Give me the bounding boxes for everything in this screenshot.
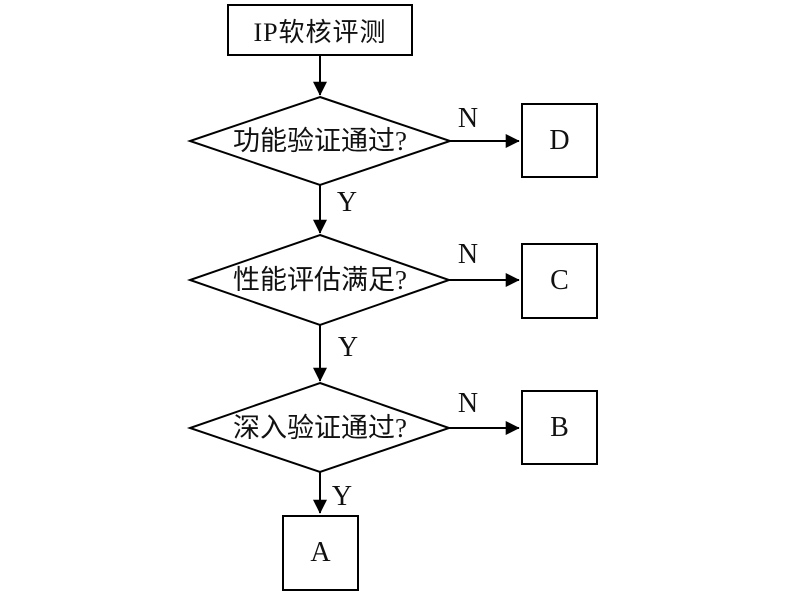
decision-1-label: 功能验证通过? xyxy=(233,126,407,156)
decision-3-yes-label: Y xyxy=(331,481,353,512)
result-node-a: A xyxy=(282,515,359,591)
start-node: IP软核评测 xyxy=(227,4,413,56)
result-node-b: B xyxy=(521,390,598,465)
result-node-c-label: C xyxy=(550,265,569,296)
result-node-b-label: B xyxy=(550,411,569,443)
decision-2-yes-label: Y xyxy=(337,332,359,363)
decision-2-label: 性能评估满足? xyxy=(233,265,407,295)
decision-3-label: 深入验证通过? xyxy=(233,413,407,443)
decision-3-diamond xyxy=(186,381,453,474)
result-node-d: D xyxy=(521,103,598,178)
decision-2-no-label: N xyxy=(457,239,479,270)
result-node-d-label: D xyxy=(549,124,570,156)
decision-3-no-label: N xyxy=(457,388,479,419)
decision-1-no-label: N xyxy=(457,103,479,134)
result-node-c: C xyxy=(521,243,598,319)
result-node-a-label: A xyxy=(310,537,331,568)
decision-2-diamond xyxy=(186,233,453,327)
decision-1-yes-label: Y xyxy=(336,187,358,218)
start-node-label: IP软核评测 xyxy=(253,17,387,47)
decision-1-diamond xyxy=(186,95,454,187)
